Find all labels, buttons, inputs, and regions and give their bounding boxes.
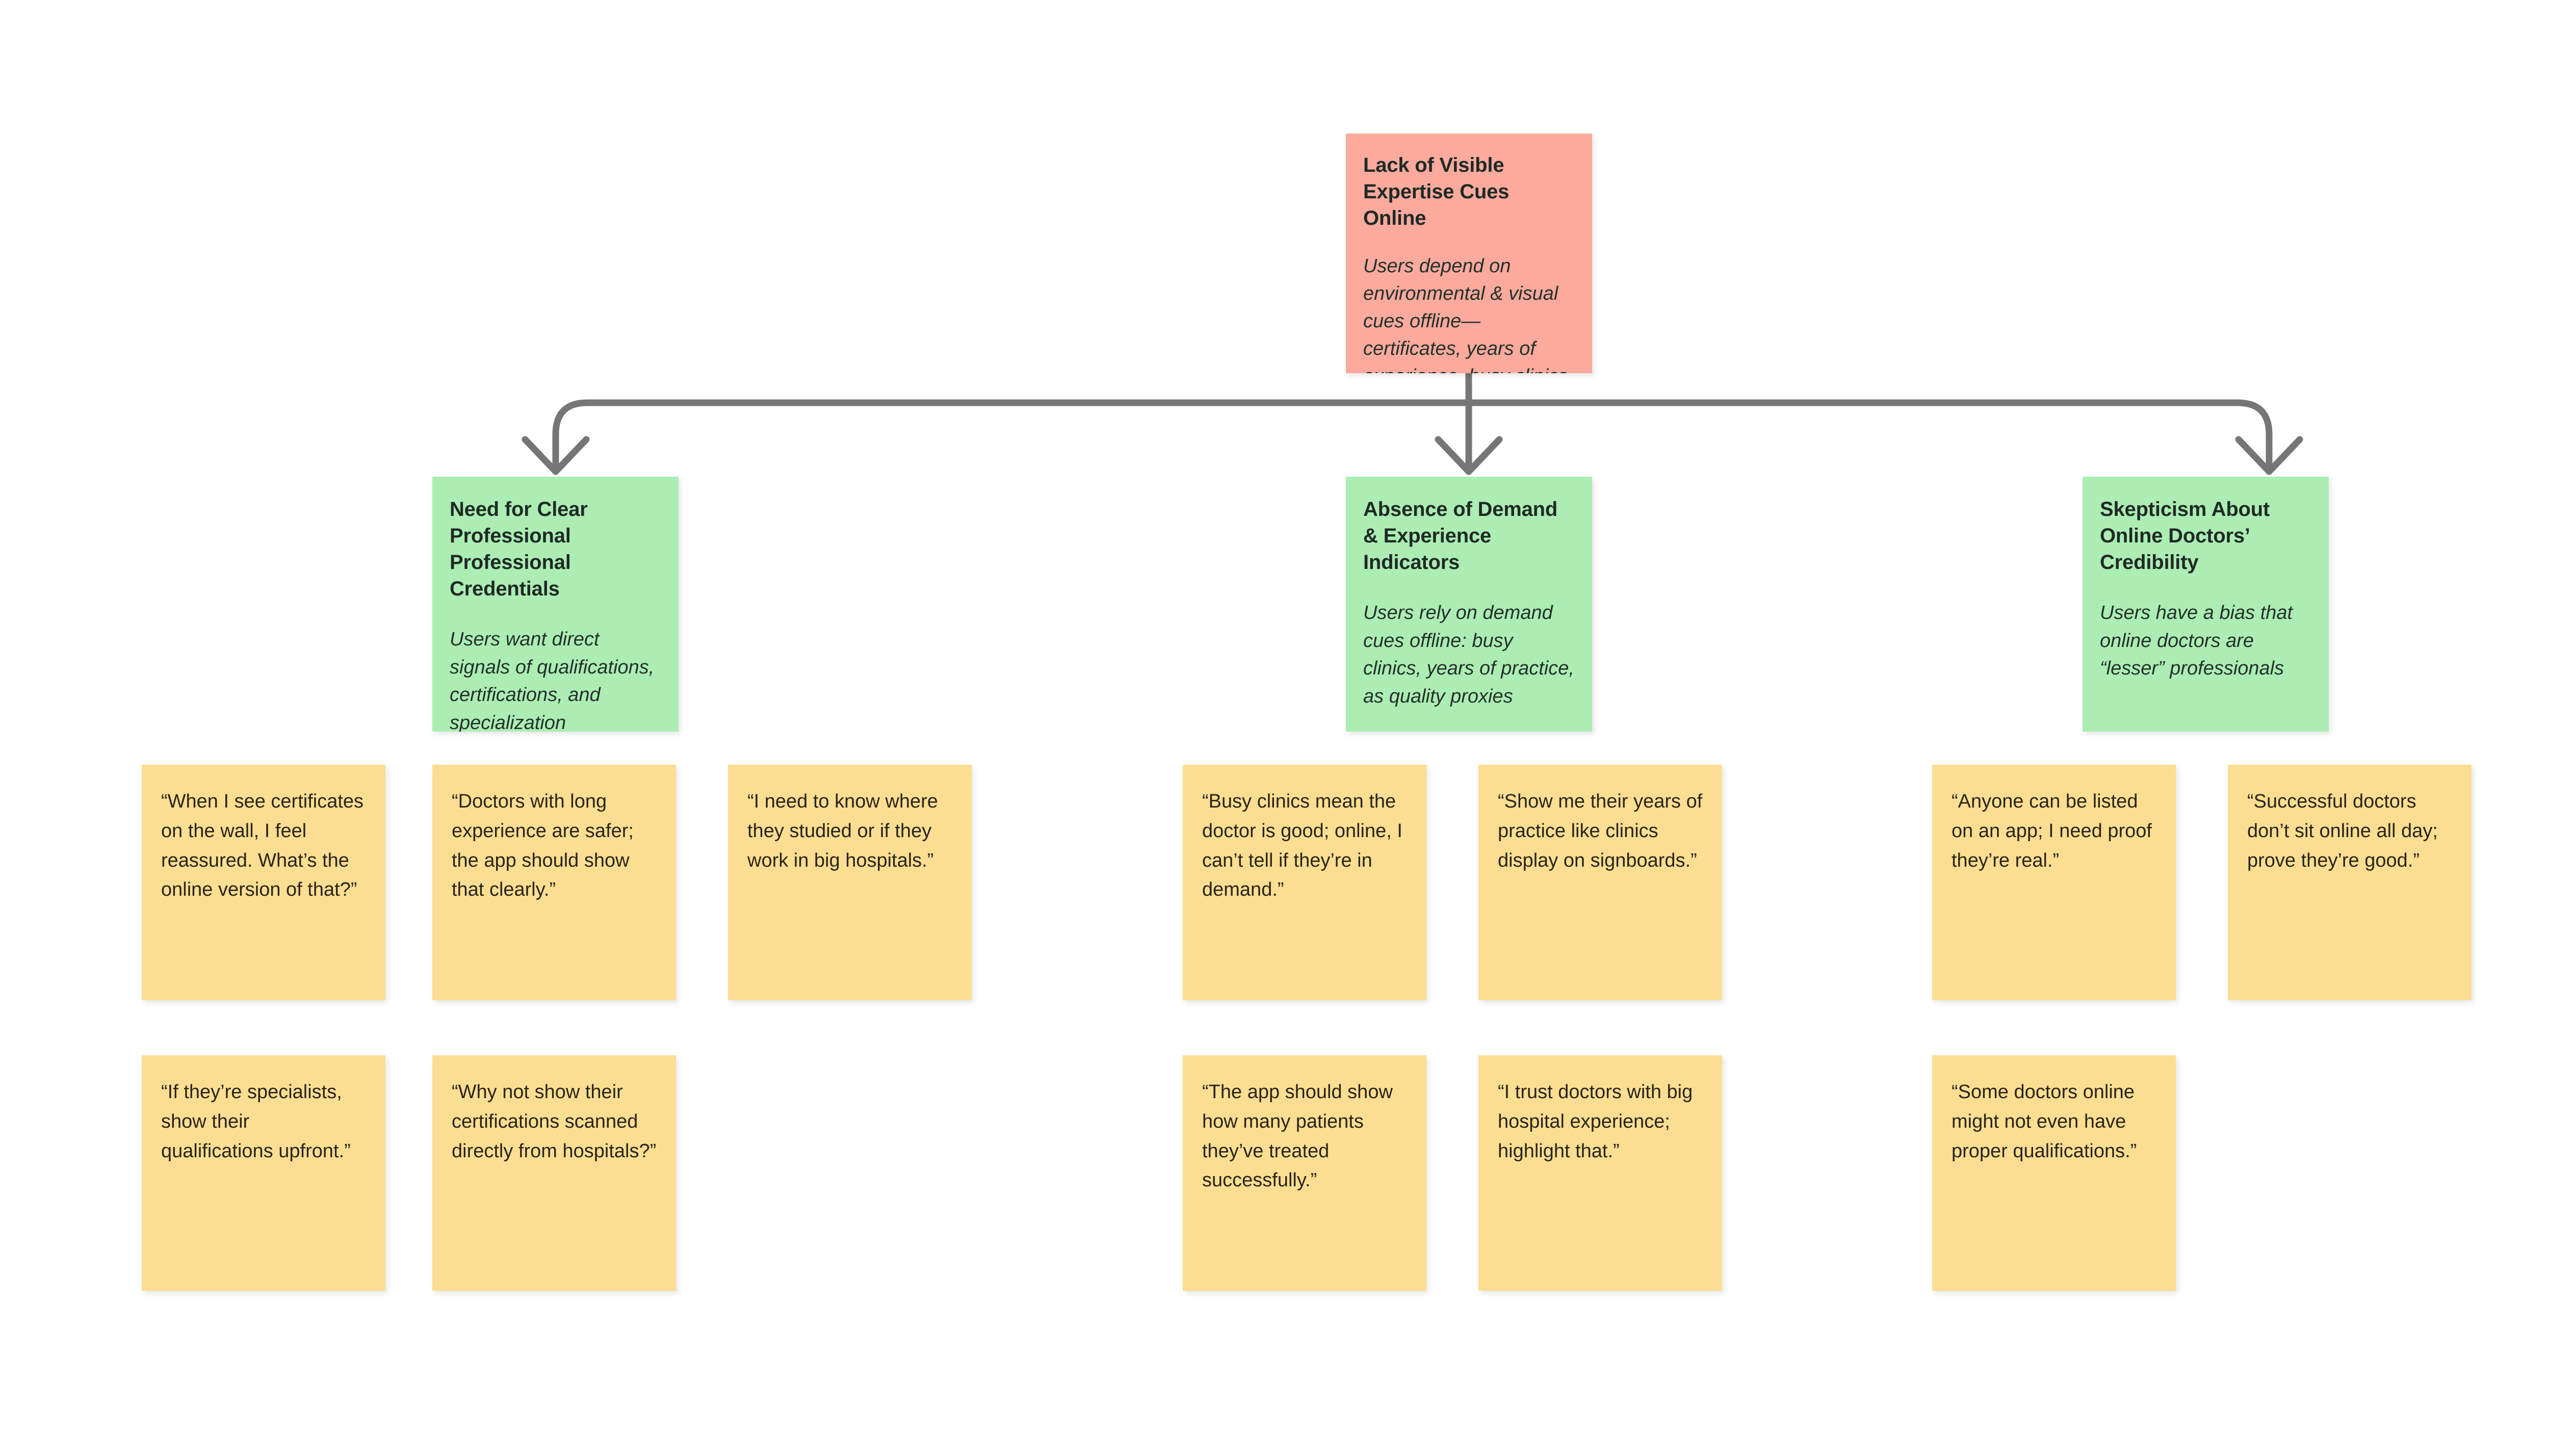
- quote-text: “Busy clinics mean the doctor is good; o…: [1202, 791, 1402, 901]
- quote-text: “When I see certificates on the wall, I …: [161, 791, 364, 901]
- quote-card[interactable]: “Why not show their certifications scann…: [432, 1055, 676, 1291]
- quote-card[interactable]: “Doctors with long experience are safer;…: [432, 765, 676, 1000]
- group-card-credentials[interactable]: Need for Clear Professional Professional…: [432, 477, 679, 732]
- group-card-title: Need for Clear Professional Professional…: [450, 498, 588, 600]
- quote-text: “The app should show how many patients t…: [1202, 1081, 1393, 1191]
- root-card-description: Users depend on environmental & visual c…: [1363, 255, 1568, 373]
- arrowhead-left: [522, 436, 590, 475]
- group-card-demand-indicators[interactable]: Absence of Demand & Experience Indicator…: [1346, 477, 1592, 732]
- quote-card[interactable]: “I trust doctors with big hospital exper…: [1478, 1055, 1722, 1291]
- quote-card[interactable]: “Busy clinics mean the doctor is good; o…: [1183, 765, 1426, 1000]
- quote-text: “I need to know where they studied or if…: [747, 791, 938, 871]
- arrowhead-right: [2235, 436, 2303, 475]
- quote-card[interactable]: “If they’re specialists, show their qual…: [142, 1055, 385, 1291]
- quote-text: “If they’re specialists, show their qual…: [161, 1081, 351, 1162]
- quote-card[interactable]: “Successful doctors don’t sit online all…: [2228, 765, 2472, 1000]
- connector-branch-right: [1465, 399, 2273, 473]
- group-card-description: Users have a bias that online doctors ar…: [2100, 602, 2293, 680]
- group-card-description: Users rely on demand cues offline: busy …: [1363, 602, 1574, 708]
- root-insight-card[interactable]: Lack of Visible Expertise Cues Online Us…: [1346, 134, 1592, 373]
- quote-card[interactable]: “Some doctors online might not even have…: [1932, 1055, 2176, 1291]
- group-card-skepticism[interactable]: Skepticism About Online Doctors’ Credibi…: [2083, 477, 2329, 732]
- quote-card[interactable]: “The app should show how many patients t…: [1183, 1055, 1426, 1291]
- group-card-description: Users want direct signals of qualificati…: [450, 629, 655, 732]
- quote-text: “Doctors with long experience are safer;…: [452, 791, 634, 901]
- quote-card[interactable]: “Show me their years of practice like cl…: [1478, 765, 1722, 1000]
- quote-text: “Successful doctors don’t sit online all…: [2247, 791, 2438, 871]
- quote-card[interactable]: “I need to know where they studied or if…: [728, 765, 972, 1000]
- group-card-title: Skepticism About Online Doctors’ Credibi…: [2100, 498, 2270, 574]
- connector-branch-left: [552, 399, 1472, 473]
- group-card-title: Absence of Demand & Experience Indicator…: [1363, 498, 1558, 574]
- quote-text: “Anyone can be listed on an app; I need …: [1952, 791, 2152, 871]
- quote-card[interactable]: “Anyone can be listed on an app; I need …: [1932, 765, 2176, 1000]
- arrowhead-center: [1435, 436, 1503, 475]
- root-card-title: Lack of Visible Expertise Cues Online: [1363, 154, 1510, 229]
- quote-text: “Some doctors online might not even have…: [1952, 1081, 2137, 1162]
- quote-text: “I trust doctors with big hospital exper…: [1498, 1081, 1693, 1162]
- quote-card[interactable]: “When I see certificates on the wall, I …: [142, 765, 385, 1000]
- quote-text: “Show me their years of practice like cl…: [1498, 791, 1703, 871]
- quote-text: “Why not show their certifications scann…: [452, 1081, 657, 1162]
